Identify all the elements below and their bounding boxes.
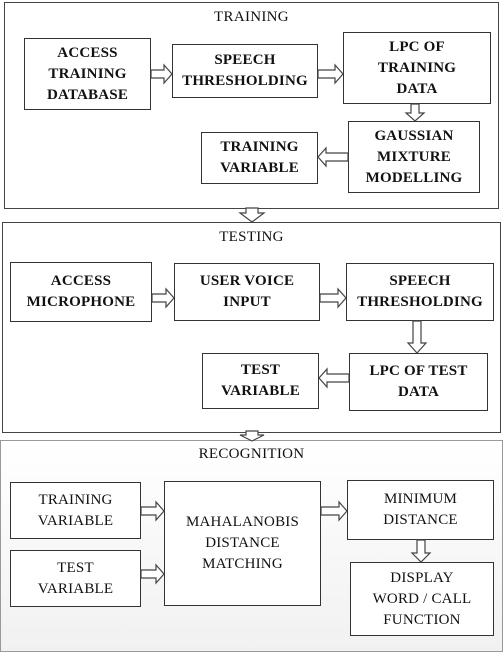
testing-speech-thresholding-box: SPEECH THRESHOLDING: [346, 263, 494, 321]
access-training-database-box: ACCESS TRAINING DATABASE: [24, 38, 151, 110]
training-title: TRAINING: [214, 9, 289, 25]
minimum-distance-box: MINIMUM DISTANCE: [347, 480, 494, 540]
recognition-title: RECOGNITION: [198, 446, 305, 462]
training-speech-thresholding-box: SPEECH THRESHOLDING: [172, 44, 318, 98]
recognition-test-variable-box: TEST VARIABLE: [10, 550, 141, 607]
training-variable-box: TRAINING VARIABLE: [201, 132, 318, 184]
lpc-training-data-box: LPC OF TRAINING DATA: [343, 32, 491, 104]
recognition-training-variable-box: TRAINING VARIABLE: [10, 482, 141, 539]
user-voice-input-box: USER VOICE INPUT: [174, 263, 320, 321]
mahalanobis-distance-matching-box: MAHALANOBIS DISTANCE MATCHING: [164, 481, 321, 606]
gaussian-mixture-modelling-box: GAUSSIAN MIXTURE MODELLING: [348, 121, 480, 193]
testing-title: TESTING: [219, 229, 284, 245]
access-microphone-box: ACCESS MICROPHONE: [10, 262, 152, 322]
arrow-training-to-testing: [238, 207, 266, 223]
lpc-test-data-box: LPC OF TEST DATA: [349, 353, 488, 411]
test-variable-box: TEST VARIABLE: [202, 353, 319, 409]
display-word-call-function-box: DISPLAY WORD / CALL FUNCTION: [350, 562, 494, 636]
